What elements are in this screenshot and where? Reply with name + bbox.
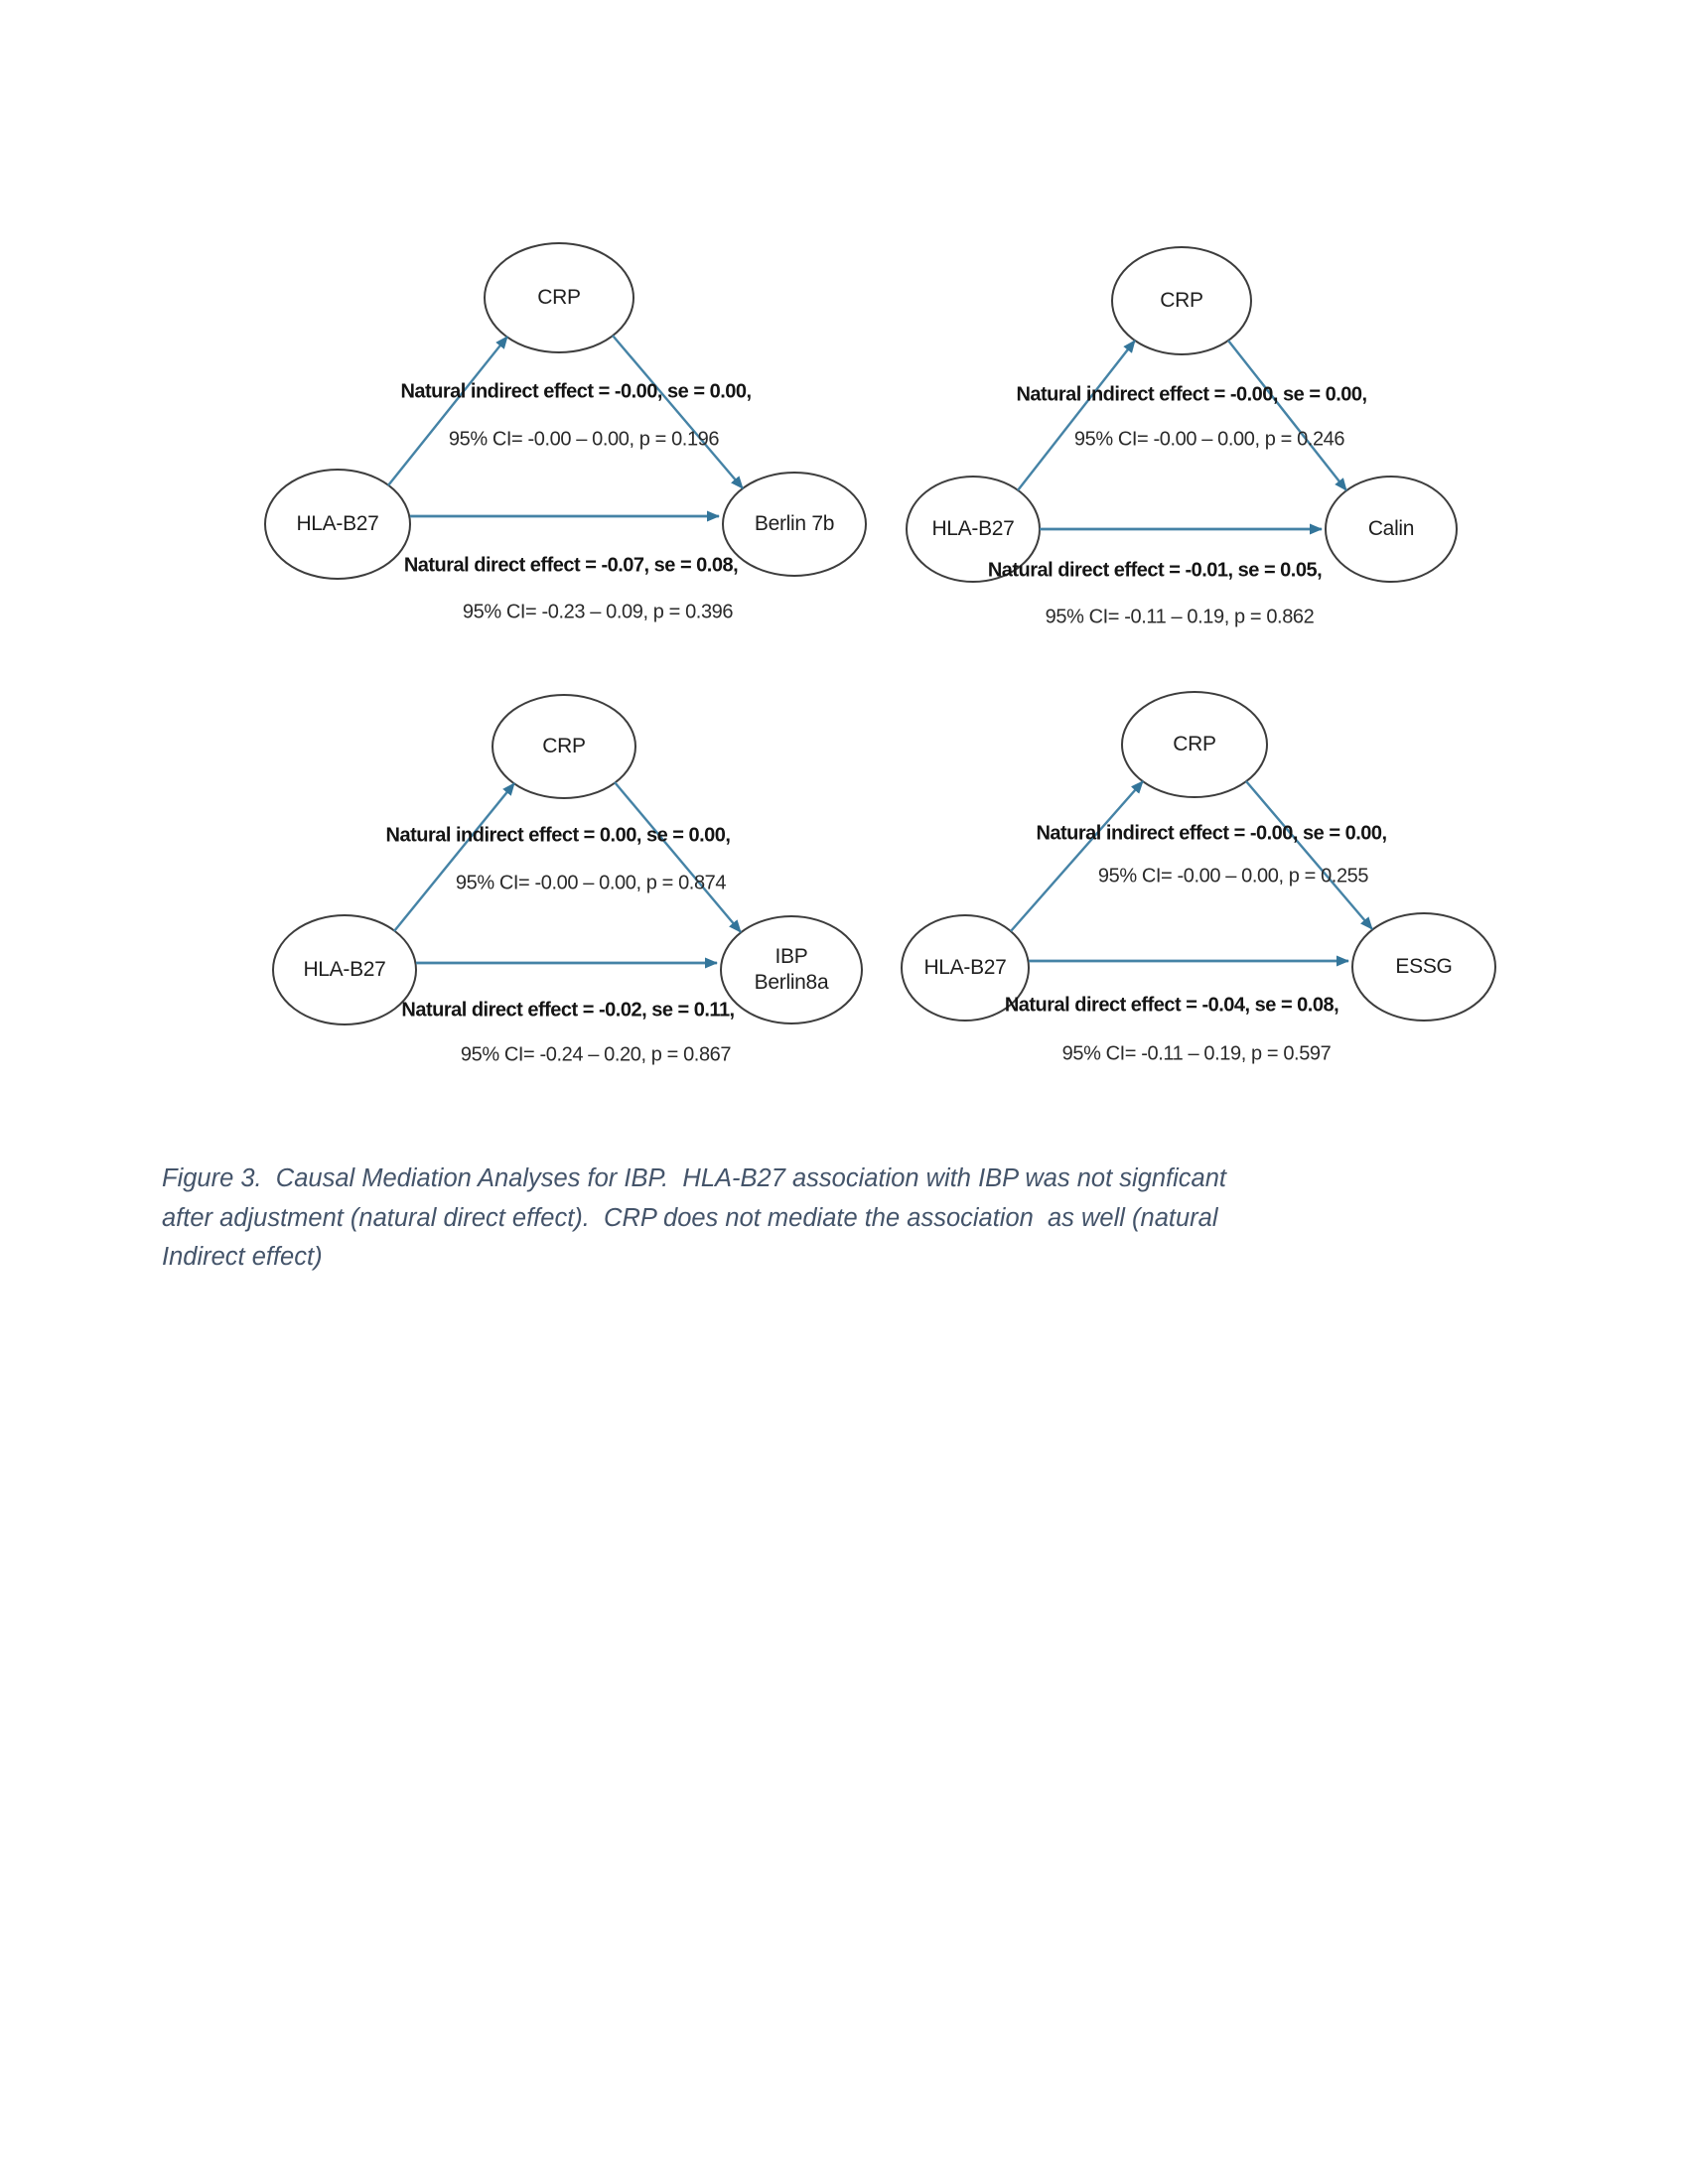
mediator-node-ellipse	[484, 242, 634, 353]
mediator-to-outcome-arrow	[1245, 780, 1373, 930]
exposure-node-label: HLA-B27	[923, 956, 1007, 979]
mediator-node-ellipse	[1111, 246, 1252, 355]
mediator-node-label: CRP	[537, 286, 581, 309]
indirect-effect-text: Natural indirect effect = -0.00, se = 0.…	[1036, 822, 1387, 845]
figure-caption-line1: Figure 3. Causal Mediation Analyses for …	[162, 1164, 1227, 1192]
mediator-to-outcome-arrow	[614, 781, 742, 933]
mediator-to-outcome-arrow	[612, 335, 744, 489]
exposure-to-mediator-arrow	[393, 782, 515, 932]
direct-effect-ci-text: 95% CI= -0.11 – 0.19, p = 0.862	[1045, 606, 1315, 628]
exposure-node-label: HLA-B27	[303, 958, 386, 981]
outcome-node-ellipse	[1351, 912, 1496, 1022]
indirect-effect-ci-text: 95% CI= -0.00 – 0.00, p = 0.196	[448, 428, 720, 451]
outcome-node-label: ESSG	[1395, 955, 1453, 978]
indirect-effect-ci-text: 95% CI= -0.00 – 0.00, p = 0.255	[1097, 865, 1369, 887]
figure-caption: Figure 3. Causal Mediation Analyses for …	[162, 1160, 1304, 1278]
mediator-node-ellipse	[1121, 691, 1268, 798]
indirect-effect-text: Natural indirect effect = -0.00, se = 0.…	[400, 380, 752, 403]
outcome-node-ellipse	[722, 472, 867, 577]
exposure-node-ellipse	[272, 914, 417, 1025]
indirect-effect-ci-text: 95% CI= -0.00 – 0.00, p = 0.874	[455, 872, 727, 894]
direct-effect-text: Natural direct effect = -0.02, se = 0.11…	[401, 999, 735, 1022]
outcome-node-label: Berlin 7b	[754, 512, 835, 535]
exposure-to-mediator-arrow	[1010, 780, 1144, 932]
mediator-to-outcome-arrow	[1227, 340, 1347, 491]
mediator-node-label: CRP	[542, 735, 586, 757]
mediator-node-ellipse	[492, 694, 636, 799]
exposure-node-ellipse	[264, 469, 411, 580]
indirect-effect-text: Natural indirect effect = 0.00, se = 0.0…	[385, 824, 731, 847]
direct-effect-text: Natural direct effect = -0.04, se = 0.08…	[1004, 994, 1339, 1017]
diagram-berlin7b-shapes	[264, 242, 867, 580]
exposure-node-label: HLA-B27	[296, 512, 379, 535]
diagram-essg-shapes	[901, 691, 1496, 1022]
diagram-calin-shapes	[906, 246, 1458, 583]
indirect-effect-ci-text: 95% CI= -0.00 – 0.00, p = 0.246	[1073, 428, 1345, 451]
mediator-node-label: CRP	[1160, 289, 1203, 312]
figure-caption-line3: Indirect effect)	[162, 1243, 323, 1271]
diagram-berlin8a-shapes	[272, 694, 863, 1025]
exposure-to-mediator-arrow	[387, 336, 508, 486]
direct-effect-ci-text: 95% CI= -0.23 – 0.09, p = 0.396	[462, 601, 734, 623]
exposure-node-ellipse	[901, 914, 1030, 1022]
direct-effect-ci-text: 95% CI= -0.24 – 0.20, p = 0.867	[460, 1043, 732, 1066]
mediator-node-label: CRP	[1173, 733, 1216, 755]
exposure-node-label: HLA-B27	[931, 517, 1015, 540]
direct-effect-ci-text: 95% CI= -0.11 – 0.19, p = 0.597	[1061, 1042, 1332, 1065]
exposure-to-mediator-arrow	[1017, 340, 1136, 491]
direct-effect-text: Natural direct effect = -0.01, se = 0.05…	[987, 559, 1323, 582]
outcome-node-ellipse	[720, 915, 863, 1024]
indirect-effect-text: Natural indirect effect = -0.00, se = 0.…	[1016, 383, 1367, 406]
outcome-node-label: Calin	[1367, 517, 1415, 540]
outcome-node-ellipse	[1325, 476, 1458, 583]
figure-caption-line2: after adjustment (natural direct effect)…	[162, 1203, 1218, 1232]
direct-effect-text: Natural direct effect = -0.07, se = 0.08…	[403, 554, 739, 577]
